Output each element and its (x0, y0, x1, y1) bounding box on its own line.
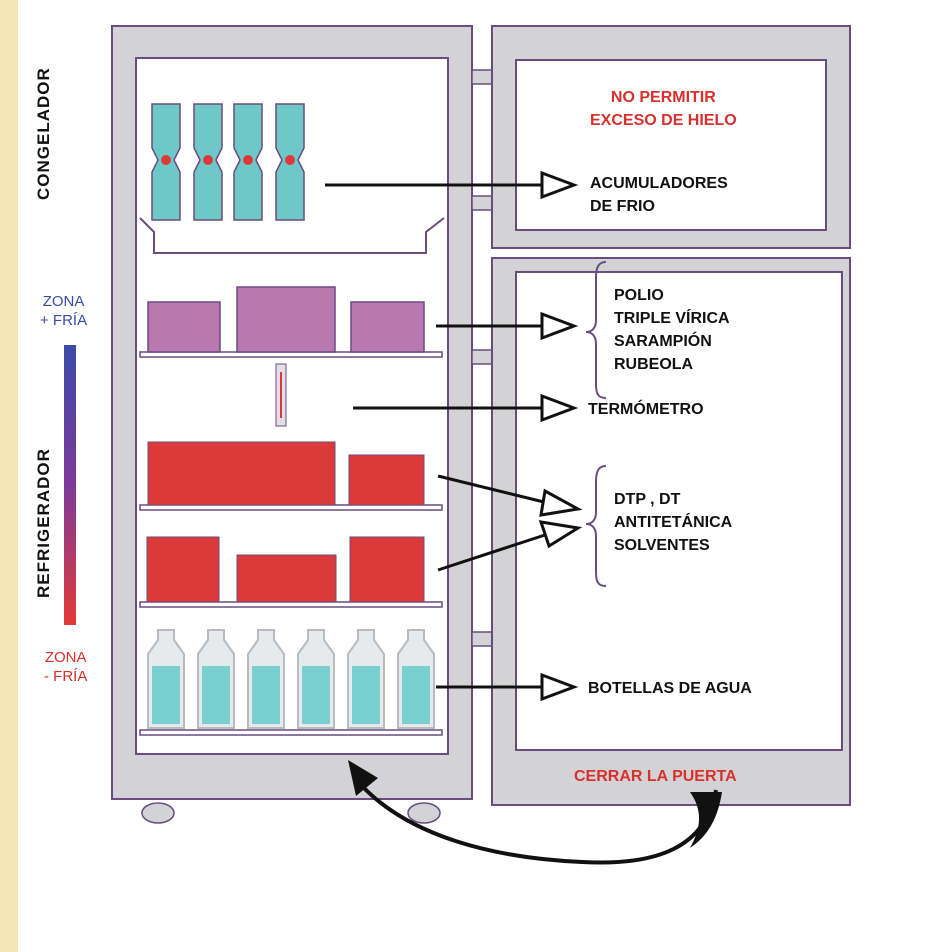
freezer-tray (139, 217, 445, 254)
zone-cold-top-line2: + FRÍA (40, 312, 88, 329)
zone-cold-bottom-line2: - FRÍA (44, 668, 88, 685)
vaccine-box-icon (146, 536, 220, 603)
arrow-icon (437, 520, 583, 572)
water-bottles (147, 629, 435, 729)
vaccine-box-icon (348, 454, 425, 506)
water-bottles-label: BOTELLAS DE AGUA (588, 680, 752, 697)
cold-packs-label: ACUMULADORES DE FRIO (590, 172, 728, 218)
vaccine-box-icon (236, 554, 337, 603)
water-bottle-icon (297, 629, 335, 729)
vaccine-boxes-red-row2 (146, 536, 425, 603)
zone-cold-top: ZONA + FRÍA (40, 292, 87, 330)
no-ice-warning: NO PERMITIR EXCESO DE HIELO (590, 86, 737, 132)
zone-cold-bottom: ZONA - FRÍA (44, 648, 87, 686)
thermometer-icon (275, 363, 287, 427)
vaccine-group1-line4: RUBEOLA (614, 356, 694, 373)
arrow-icon (436, 672, 579, 702)
vaccine-group1-line1: POLIO (614, 287, 664, 304)
water-bottle-icon (247, 629, 285, 729)
vaccine-group1-line2: TRIPLE VÍRICA (614, 310, 730, 327)
water-bottle-icon (397, 629, 435, 729)
cold-pack-icon (233, 103, 263, 221)
vaccine-box-icon (147, 441, 336, 506)
cold-packs-line1: ACUMULADORES (590, 175, 728, 192)
water-bottle-icon (147, 629, 185, 729)
freezer-label: CONGELADOR (34, 67, 53, 200)
cold-packs (151, 103, 305, 221)
no-ice-line2: EXCESO DE HIELO (590, 112, 737, 129)
vaccine-group2-line1: DTP , DT (614, 491, 681, 508)
vaccine-boxes-red-row1 (147, 441, 425, 506)
vaccine-group2-label: DTP , DT ANTITETÁNICA SOLVENTES (614, 488, 732, 557)
vaccine-box-icon (350, 301, 425, 353)
vaccine-boxes-purple (147, 286, 425, 353)
water-bottle-icon (197, 629, 235, 729)
zone-cold-top-line1: ZONA (42, 293, 85, 310)
vaccine-box-icon (147, 301, 221, 353)
vaccine-group2-line2: ANTITETÁNICA (614, 514, 733, 531)
close-door-label: CERRAR LA PUERTA (574, 768, 737, 785)
cold-pack-icon (193, 103, 223, 221)
arrow-icon (436, 311, 579, 341)
wheel-icon (407, 802, 441, 824)
fridge-door (491, 257, 851, 806)
brace-icon (585, 261, 607, 399)
vaccine-box-icon (236, 286, 336, 353)
arrow-icon (353, 393, 579, 423)
left-decor-strip (0, 0, 18, 952)
wheel-icon (141, 802, 175, 824)
no-ice-line1: NO PERMITIR (610, 89, 716, 106)
cold-pack-icon (275, 103, 305, 221)
cold-pack-icon (151, 103, 181, 221)
pointer-arrows (325, 170, 583, 702)
vaccine-box-icon (349, 536, 425, 603)
brace-icon (585, 465, 607, 587)
vaccine-group1-line3: SARAMPIÓN (614, 333, 712, 350)
zone-cold-bottom-line1: ZONA (44, 649, 87, 666)
cold-packs-line2: DE FRIO (590, 198, 655, 215)
temperature-gradient-bar (64, 345, 76, 625)
curved-arrow-icon (348, 760, 722, 865)
arrow-icon (325, 170, 579, 200)
arrow-icon (437, 474, 583, 517)
fridge-label: REFRIGERADOR (34, 448, 53, 598)
vaccine-group2-line3: SOLVENTES (614, 537, 710, 554)
vaccine-group1-label: POLIO TRIPLE VÍRICA SARAMPIÓN RUBEOLA (614, 284, 730, 376)
freezer-door (491, 25, 851, 249)
thermometer-label: TERMÓMETRO (588, 401, 704, 418)
water-bottle-icon (347, 629, 385, 729)
door-hinges (471, 69, 493, 647)
